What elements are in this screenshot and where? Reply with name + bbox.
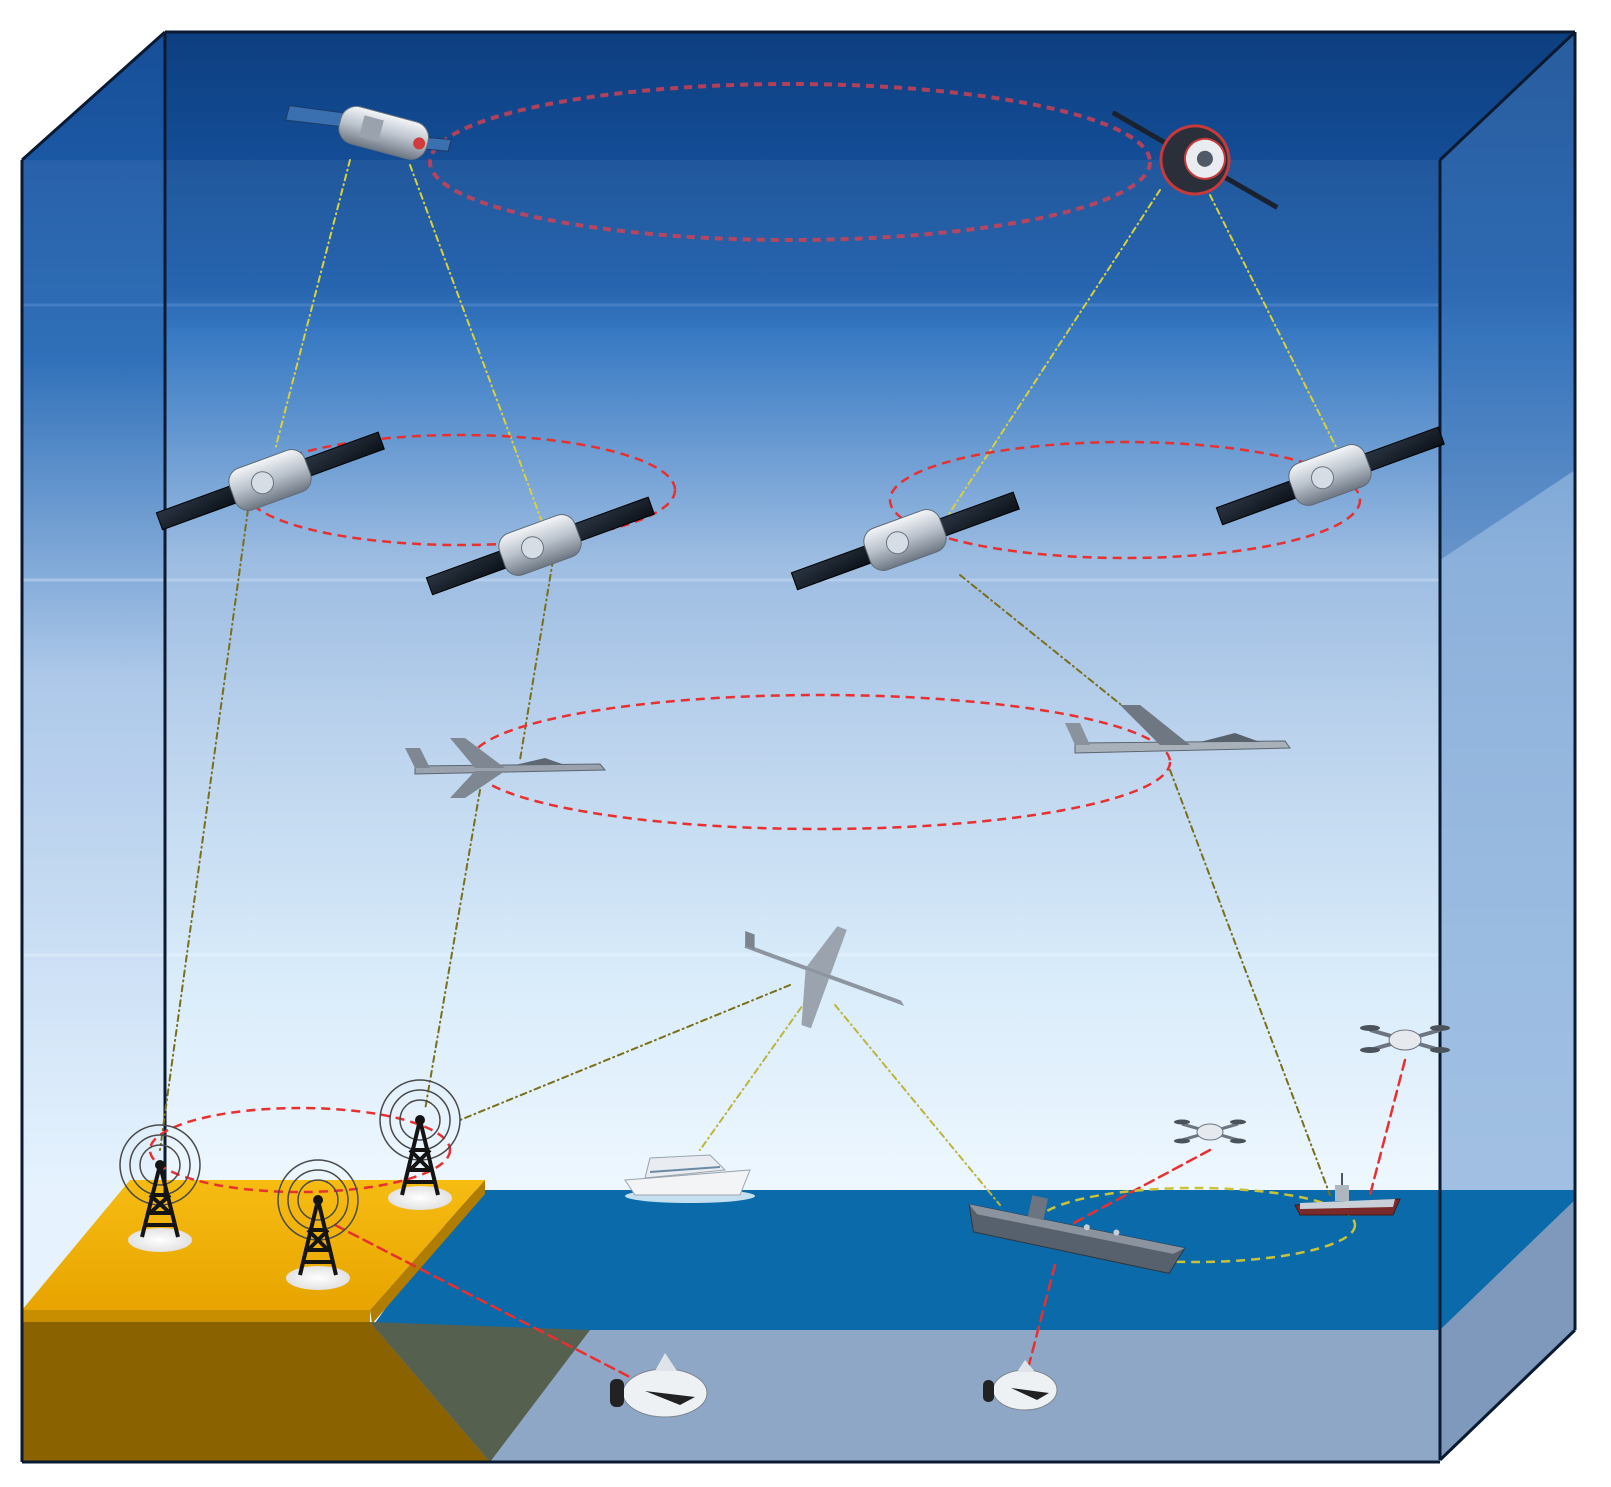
low-orbit-cluster-ring-left — [243, 433, 677, 547]
environment-cube — [20, 30, 1577, 1464]
fighter-drone-right — [1065, 705, 1291, 754]
cluster-rings — [148, 82, 1362, 1264]
high-orbit-cluster-ring — [428, 82, 1152, 242]
cliff-face — [370, 1322, 590, 1462]
cube-back-face — [165, 32, 1575, 1200]
warship — [1294, 1173, 1401, 1216]
quadcopter-center — [1174, 1119, 1246, 1144]
high-orbit-satellite-right — [1111, 110, 1279, 210]
low-orbit-satellite-3 — [790, 491, 1020, 591]
cube-front-face — [22, 160, 1440, 1460]
auv-left — [610, 1353, 708, 1418]
low-orbit-cluster-ring-right — [888, 440, 1362, 560]
low-orbit-satellite-1 — [155, 431, 385, 531]
low-orbit-satellite-2 — [425, 496, 655, 596]
ground-tower-3 — [379, 1079, 461, 1210]
aircraft-carrier — [968, 1195, 1186, 1274]
ground-tower-2 — [277, 1159, 359, 1290]
land-side — [22, 1322, 490, 1462]
air-cluster-ring — [468, 693, 1172, 831]
high-orbit-satellite-left — [285, 105, 452, 160]
land-top — [22, 1180, 485, 1310]
ground-tower-1 — [119, 1124, 201, 1252]
quadcopter-right — [1360, 1025, 1450, 1053]
sea-surface — [370, 1190, 1575, 1330]
underwater-zone — [370, 1330, 1440, 1462]
cube-right-face — [1440, 32, 1575, 1460]
inter-layer-links — [159, 159, 1407, 1392]
recon-uav — [744, 926, 905, 1029]
ground-cluster-ring — [148, 1106, 452, 1194]
cruise-ship — [624, 1154, 755, 1203]
auv-right — [983, 1360, 1058, 1411]
cube-left-face — [22, 32, 165, 1320]
low-orbit-satellite-4 — [1215, 426, 1445, 526]
fighter-drone-left — [405, 738, 607, 798]
sea-cluster-ring — [1033, 1186, 1357, 1264]
sea-right-face — [1440, 1200, 1575, 1460]
